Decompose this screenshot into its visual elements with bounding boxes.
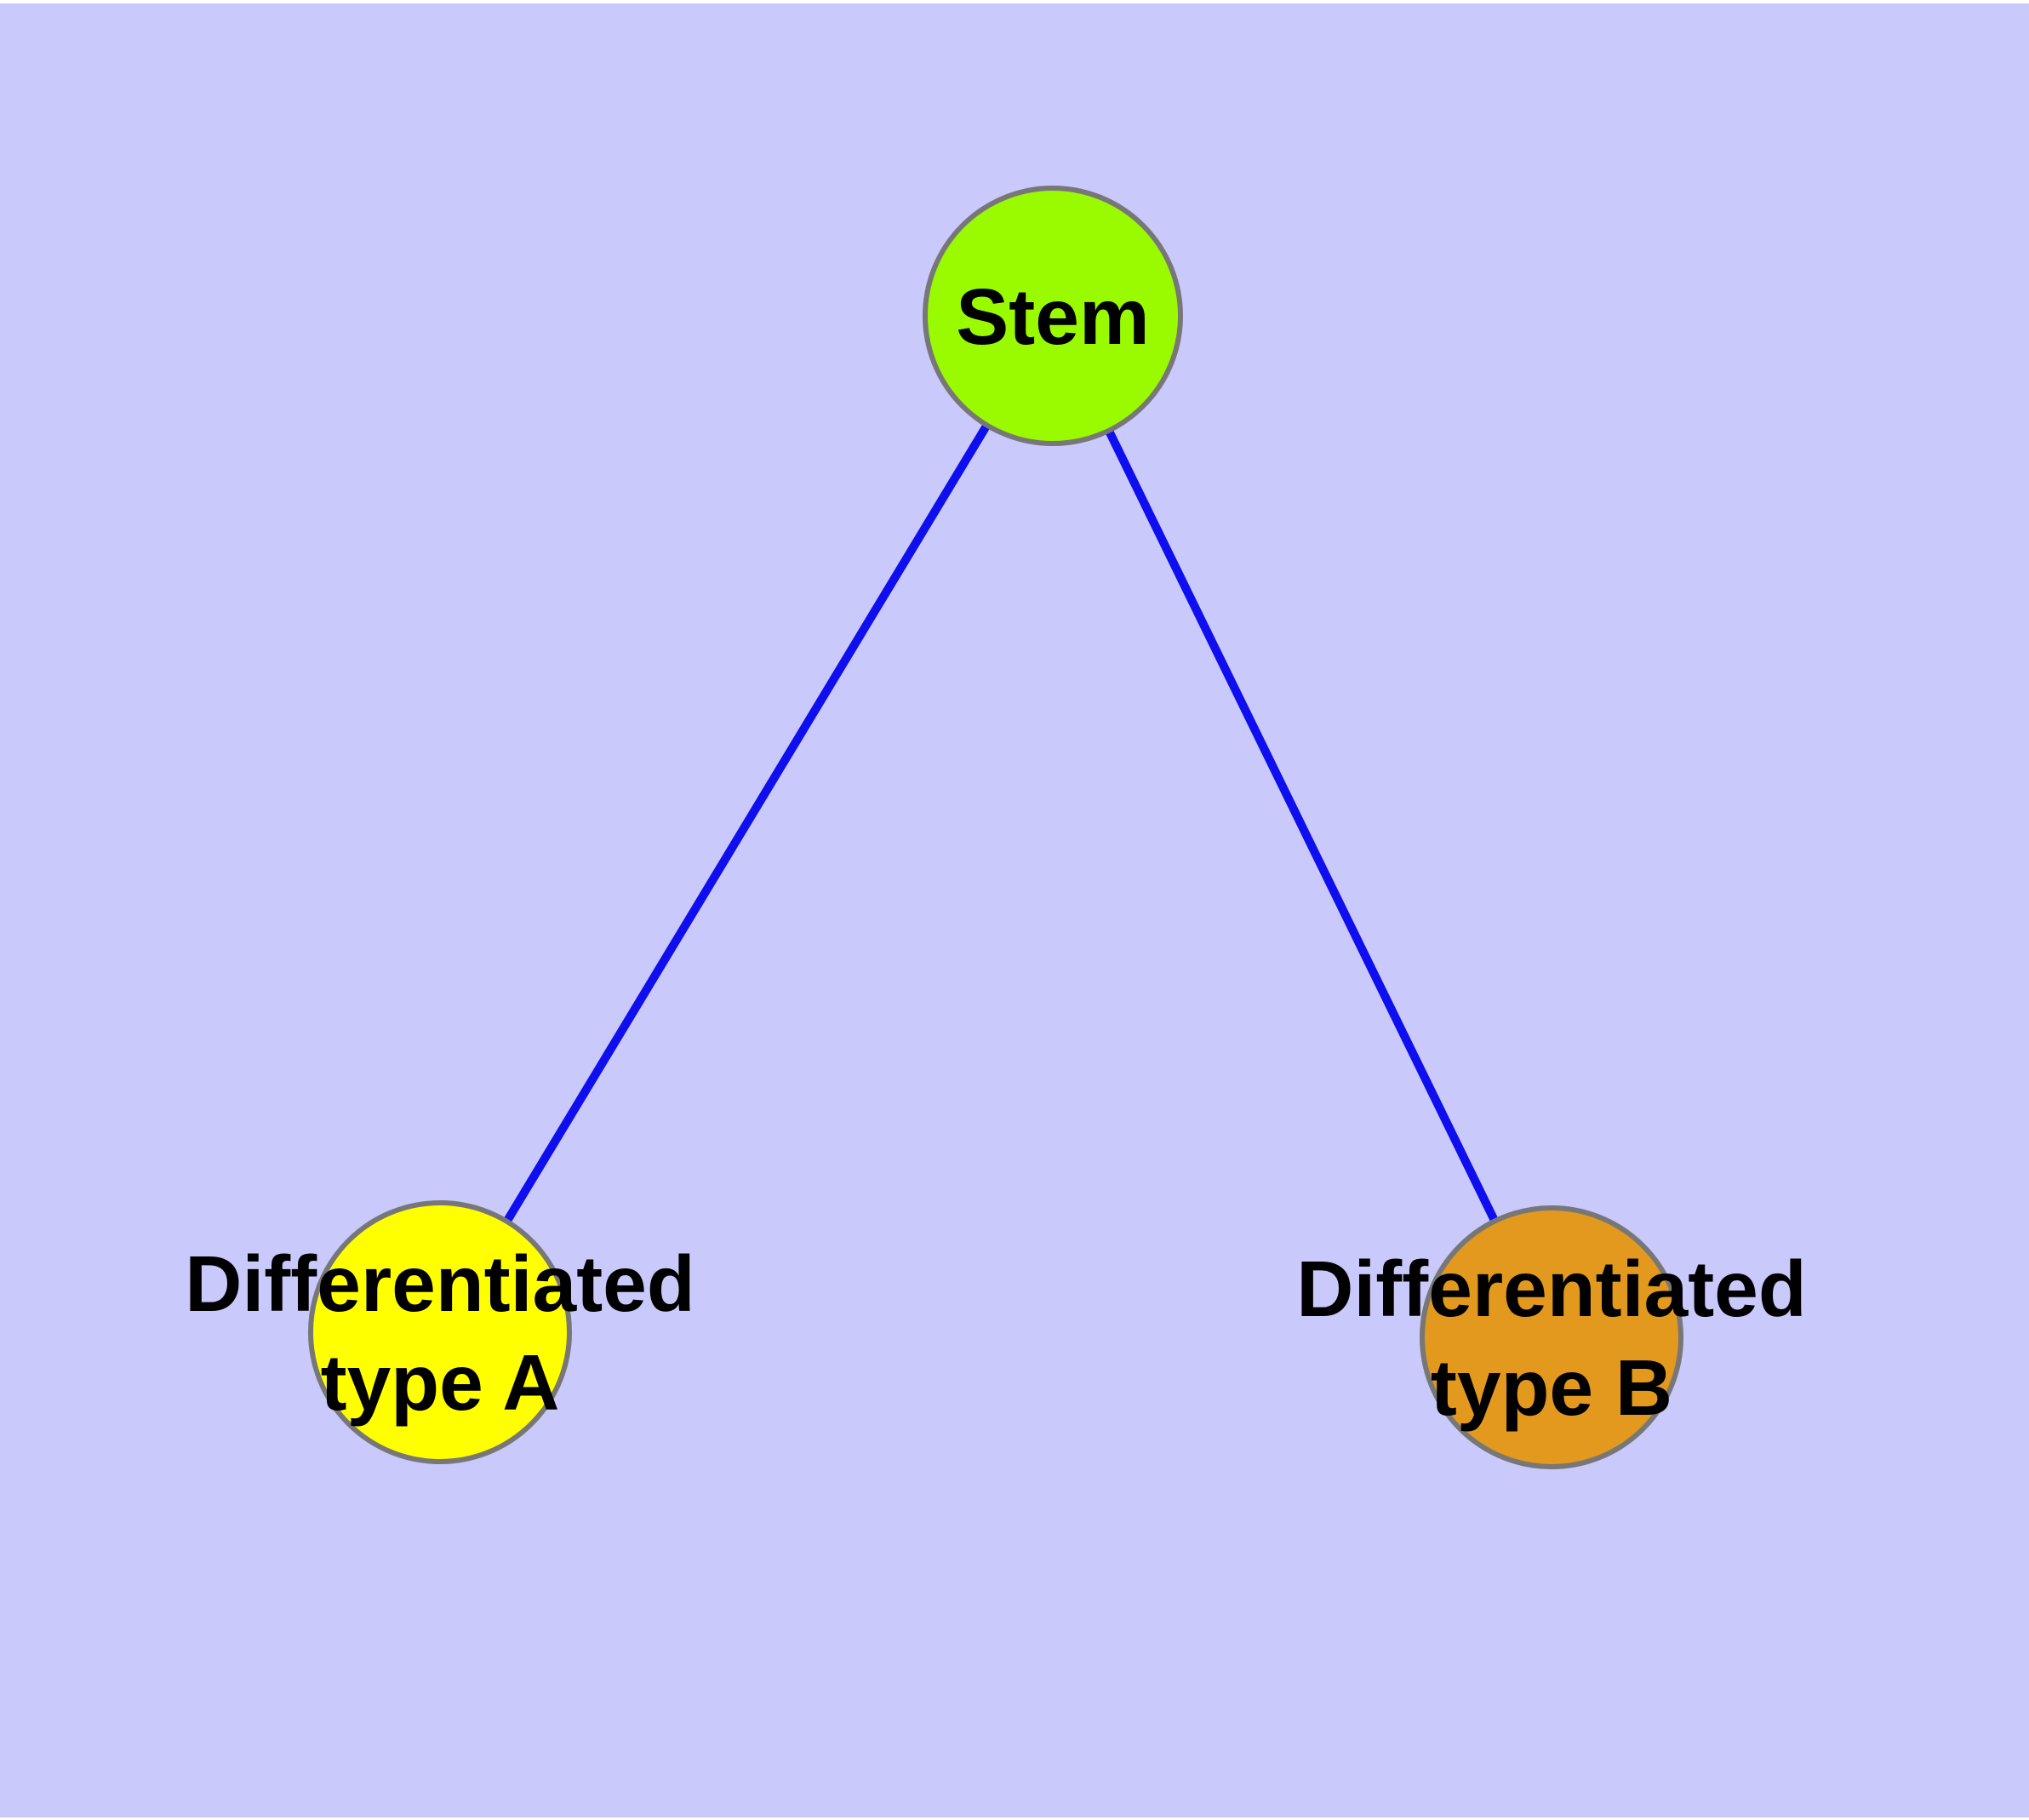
node-stem-circle	[923, 186, 1183, 446]
edge-stem-differentiated-type-a	[436, 313, 1057, 1335]
node-stem: Stem	[923, 186, 1183, 446]
node-differentiated-type-a-circle	[308, 1200, 572, 1464]
node-stem-label: Stem	[956, 272, 1149, 361]
node-differentiated-type-b-circle	[1420, 1205, 1683, 1469]
edge-stem-differentiated-type-b	[1049, 313, 1556, 1340]
